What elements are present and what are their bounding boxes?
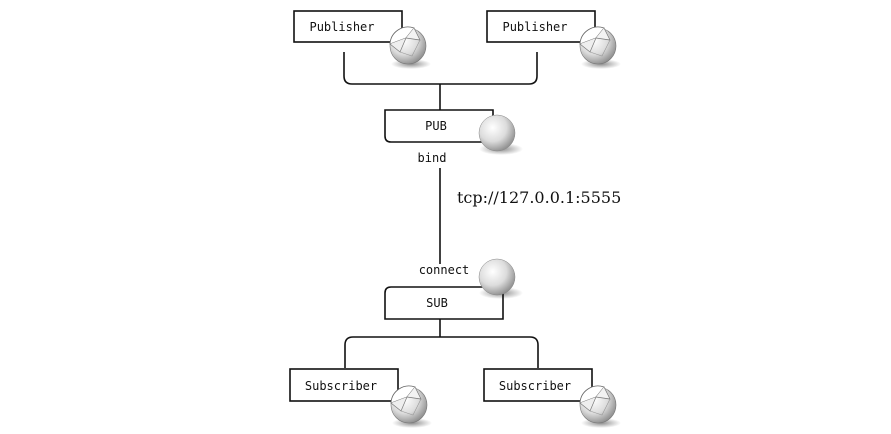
sphere-icon (478, 258, 524, 300)
connect-label: connect (419, 263, 470, 277)
pub-socket-label: PUB (425, 119, 447, 133)
sub-socket: SUB (384, 258, 524, 320)
subscriber-node-2: Subscriber (483, 368, 622, 429)
pub-socket: PUB (384, 109, 524, 156)
cut-sphere-icon (579, 385, 622, 429)
bind-label: bind (418, 151, 447, 165)
publisher-label-1: Publisher (309, 20, 374, 34)
subscriber-label-1: Subscriber (305, 379, 377, 393)
publisher-node-2: Publisher (486, 10, 622, 70)
cut-sphere-icon (579, 26, 622, 70)
publisher-box-1 (293, 10, 403, 43)
subscriber-box-1 (289, 368, 399, 402)
sub-socket-label: SUB (426, 296, 448, 310)
cut-sphere-icon (389, 26, 432, 70)
publisher-box-2 (486, 10, 596, 43)
publisher-label-2: Publisher (502, 20, 567, 34)
subscribers-connector (344, 336, 539, 368)
cut-sphere-icon (390, 385, 433, 429)
subscriber-node-1: Subscriber (289, 368, 433, 429)
subscriber-label-2: Subscriber (499, 379, 571, 393)
sphere-icon (478, 114, 524, 156)
publishers-connector (343, 52, 538, 85)
endpoint-label: tcp://127.0.0.1:5555 (457, 188, 621, 207)
subscriber-box-2 (483, 368, 593, 402)
publisher-node-1: Publisher (293, 10, 432, 70)
